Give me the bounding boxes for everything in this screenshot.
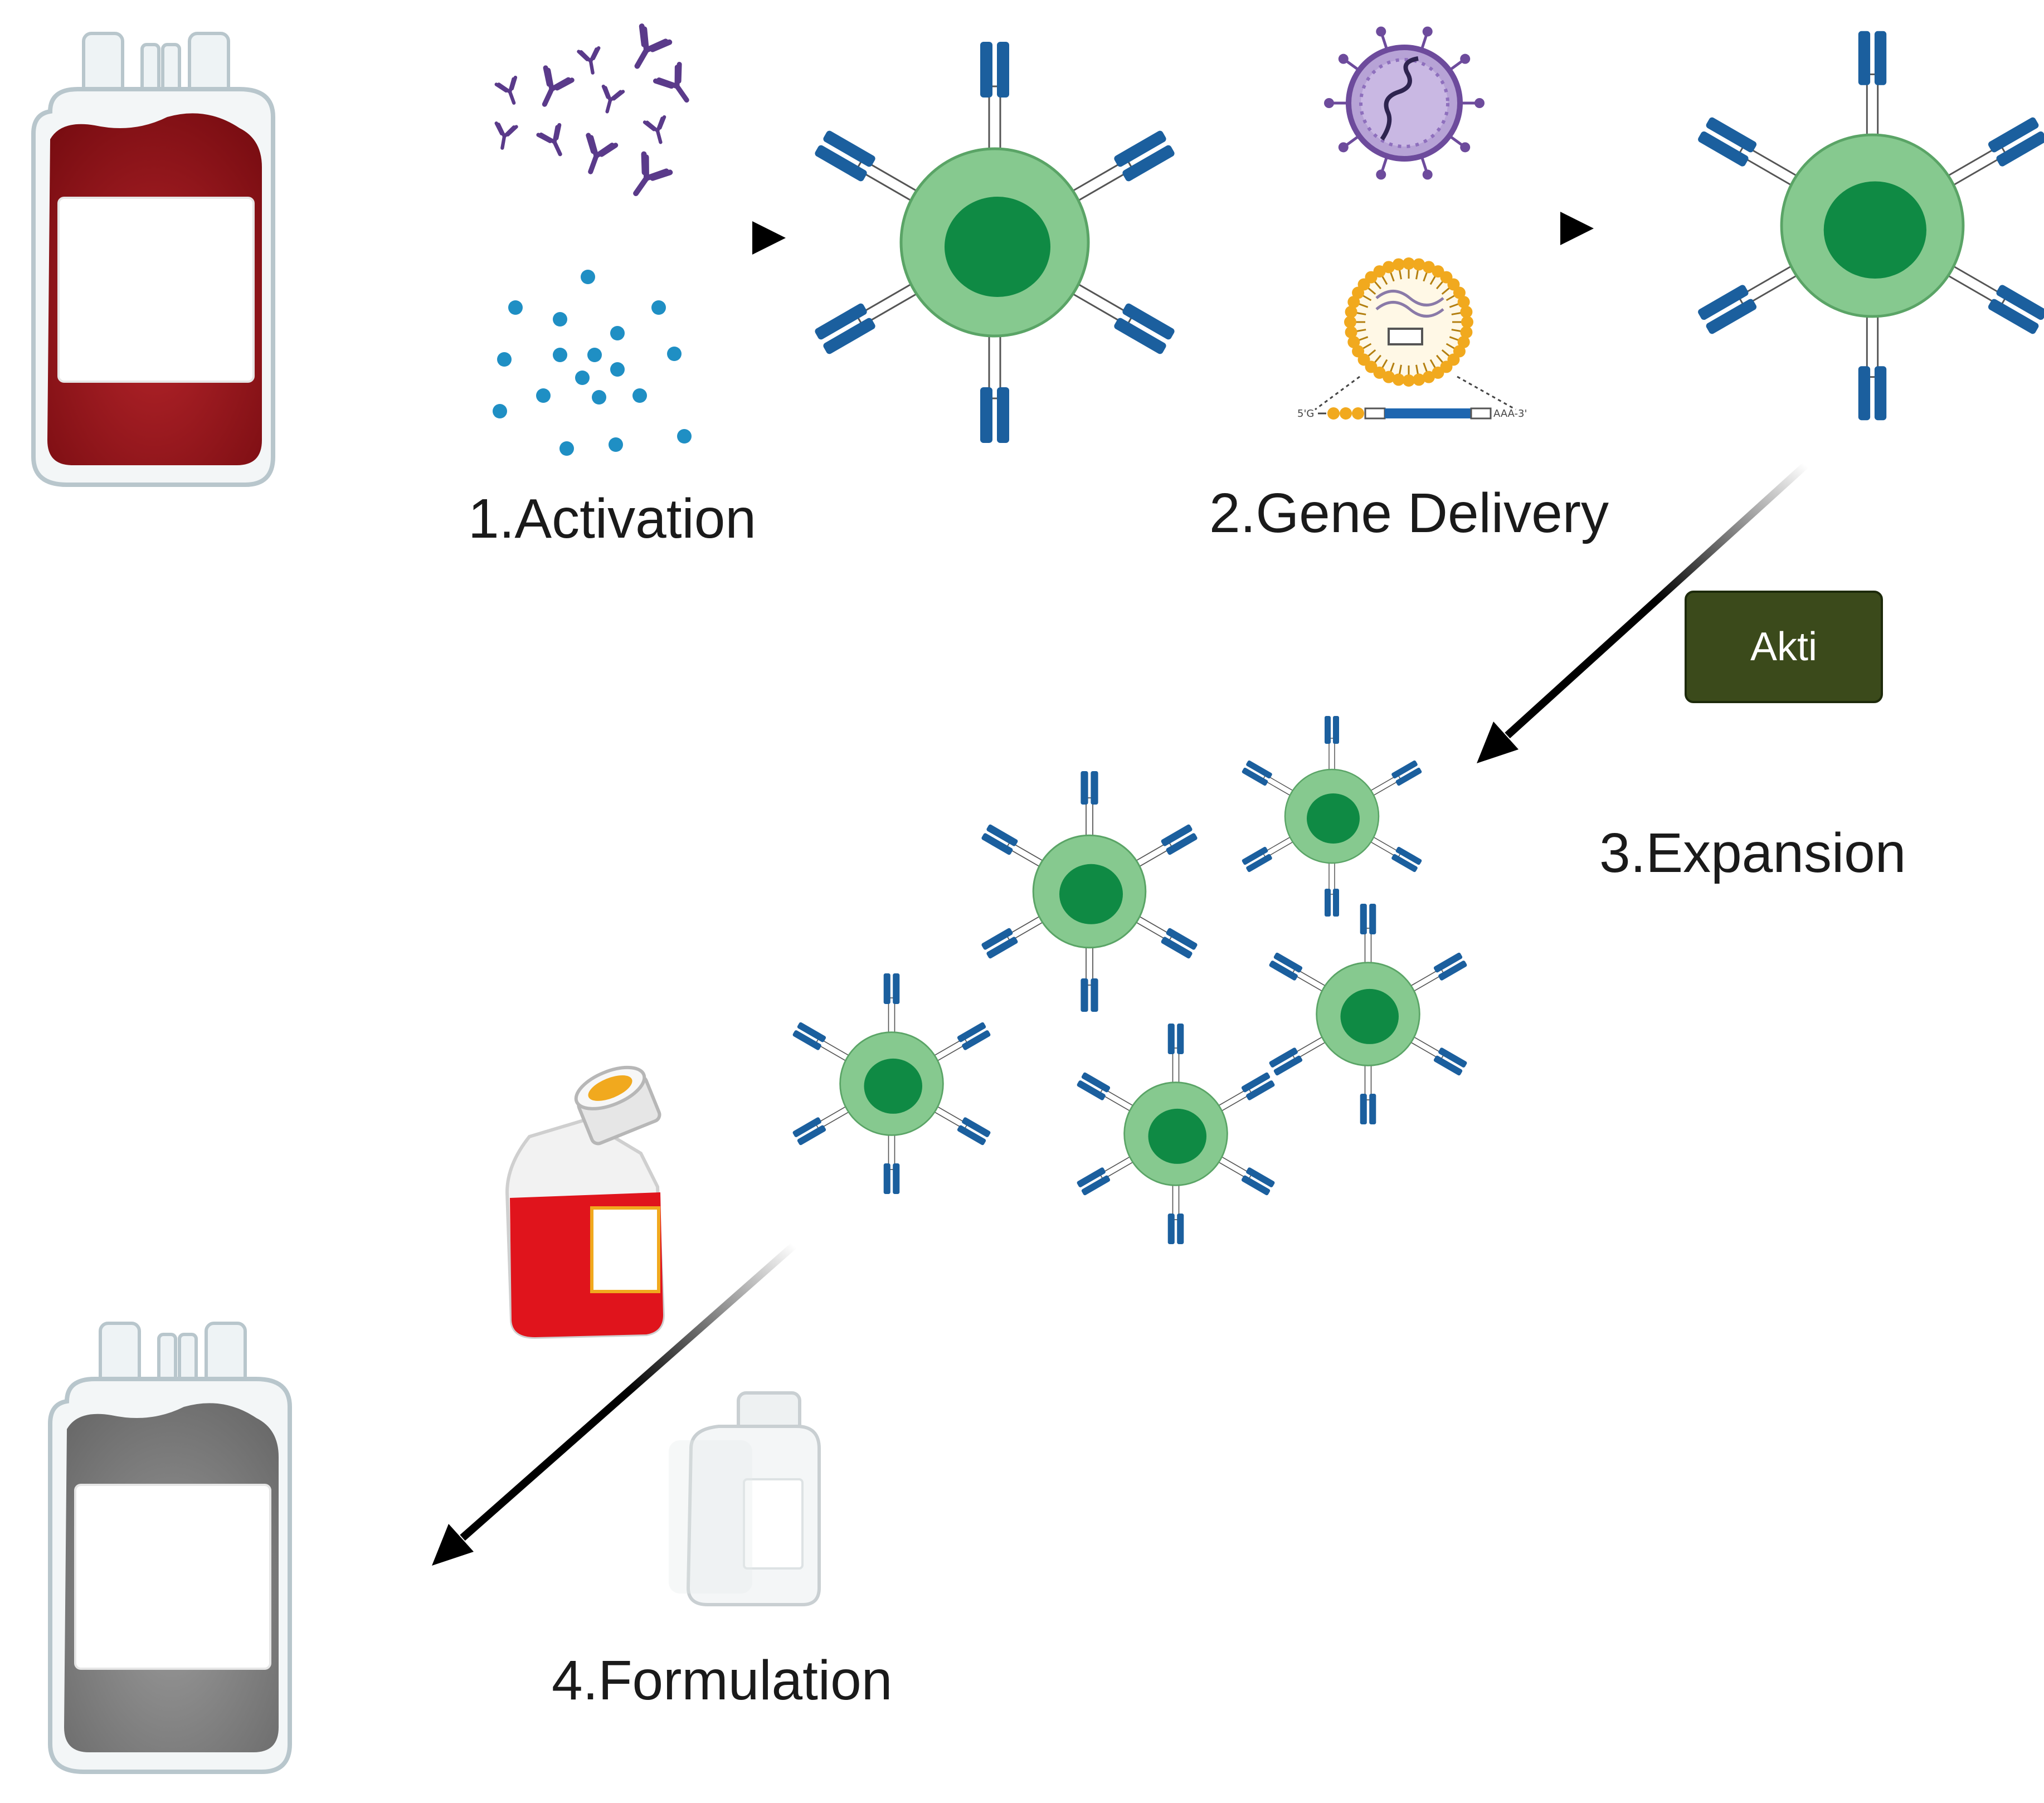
receptor-icon <box>1077 1152 1141 1196</box>
akti-badge-label: Akti <box>1750 625 1817 669</box>
cell-nucleus <box>1059 864 1123 924</box>
bead-icon <box>497 352 512 367</box>
arrow-formulation <box>432 1242 797 1566</box>
bead-icon <box>536 388 551 403</box>
bead-icon <box>632 388 647 403</box>
receptor-icon <box>1242 832 1300 873</box>
cell-nucleus <box>945 197 1050 297</box>
arrow-activation <box>412 221 786 255</box>
receptor-icon <box>1325 855 1339 917</box>
antibody-icon <box>542 65 575 107</box>
receptor-icon <box>1858 300 1887 421</box>
step-gene-delivery-label: 2.Gene Delivery <box>1209 482 1609 544</box>
final-product-bag-icon <box>48 1322 292 1774</box>
lipid-nanoparticle-icon <box>1344 257 1473 387</box>
receptor-icon <box>1364 832 1422 873</box>
bead-icon <box>667 347 682 361</box>
culture-flask-icon <box>505 1065 665 1339</box>
receptor-icon <box>1364 760 1422 800</box>
receptor-icon <box>883 973 900 1041</box>
receptor-icon <box>1210 1072 1275 1116</box>
antibody-icon <box>653 62 689 103</box>
antibody-icon <box>494 121 518 150</box>
step-activation-label: 1.Activation <box>468 488 756 550</box>
bead-icon <box>559 441 574 456</box>
bead-icon <box>508 300 523 315</box>
bead-icon <box>609 437 623 452</box>
receptor-icon <box>815 275 931 354</box>
bead-icon <box>592 390 606 405</box>
receptor-icon <box>1081 938 1098 1012</box>
arrow-gene-delivery <box>1226 212 1594 245</box>
receptor-icon <box>1058 275 1175 354</box>
receptor-icon <box>792 1022 857 1066</box>
mrna-sequence-icon: 5'G AAA-3' <box>1297 376 1527 420</box>
activation-bead-cluster-icon <box>493 270 692 456</box>
receptor-icon <box>1698 117 1811 194</box>
cell-nucleus <box>1148 1108 1206 1164</box>
bead-icon <box>587 348 602 362</box>
antibody-icon <box>577 46 601 75</box>
receptor-icon <box>981 824 1052 872</box>
cell-nucleus <box>1340 988 1399 1044</box>
receptor-icon <box>792 1102 857 1146</box>
antibody-icon <box>494 75 518 105</box>
antibody-cluster-icon <box>494 23 689 196</box>
receptor-icon <box>1210 1152 1275 1196</box>
activated-t-cell-icon <box>815 42 1175 443</box>
receptor-icon <box>1081 771 1098 845</box>
antibody-icon <box>601 84 625 114</box>
modified-car-t-cell-icon <box>1698 31 2044 421</box>
receptor-icon <box>1934 117 2044 194</box>
antibody-icon <box>536 123 562 157</box>
antibody-icon <box>634 23 673 69</box>
cell-nucleus <box>1823 181 1926 279</box>
receptor-icon <box>980 42 1009 165</box>
sequence-3prime-label: AAA-3' <box>1493 408 1527 420</box>
step-expansion-label: 3.Expansion <box>1599 822 1906 884</box>
bead-icon <box>575 371 590 385</box>
bead-icon <box>610 362 625 377</box>
expanded-cell-population <box>792 716 1467 1244</box>
bead-icon <box>651 300 666 315</box>
bead-icon <box>553 348 567 362</box>
blood-bag-icon <box>31 32 275 487</box>
receptor-icon <box>926 1022 991 1066</box>
receptor-icon <box>926 1102 991 1146</box>
receptor-icon <box>1167 1024 1184 1091</box>
bead-icon <box>553 312 567 327</box>
receptor-icon <box>1127 911 1198 959</box>
receptor-icon <box>1360 1056 1376 1124</box>
receptor-icon <box>980 319 1009 443</box>
receptor-icon <box>1403 1032 1467 1076</box>
receptor-icon <box>981 911 1052 959</box>
receptor-icon <box>1360 904 1376 972</box>
step-formulation-label: 4.Formulation <box>552 1649 892 1712</box>
bead-icon <box>610 326 625 340</box>
receptor-icon <box>815 130 931 209</box>
receptor-icon <box>1269 952 1334 996</box>
viral-vector-icon <box>1324 26 1485 180</box>
receptor-icon <box>1269 1032 1334 1076</box>
receptor-icon <box>1167 1176 1184 1244</box>
akti-badge: Akti <box>1685 591 1883 703</box>
receptor-icon <box>1698 257 1811 334</box>
formulation-bottle-icon <box>669 1391 821 1606</box>
bead-icon <box>581 270 595 284</box>
receptor-icon <box>1325 716 1339 778</box>
bead-icon <box>493 404 507 418</box>
arrow-expansion <box>1477 462 1808 763</box>
antibody-icon <box>633 151 673 196</box>
cell-nucleus <box>1307 793 1360 844</box>
receptor-icon <box>883 1126 900 1194</box>
receptor-icon <box>1858 31 1887 151</box>
bead-icon <box>677 429 692 444</box>
antibody-icon <box>586 133 619 174</box>
antibody-icon <box>643 115 666 144</box>
sequence-5prime-label: 5'G <box>1297 408 1314 420</box>
cell-nucleus <box>864 1058 922 1114</box>
